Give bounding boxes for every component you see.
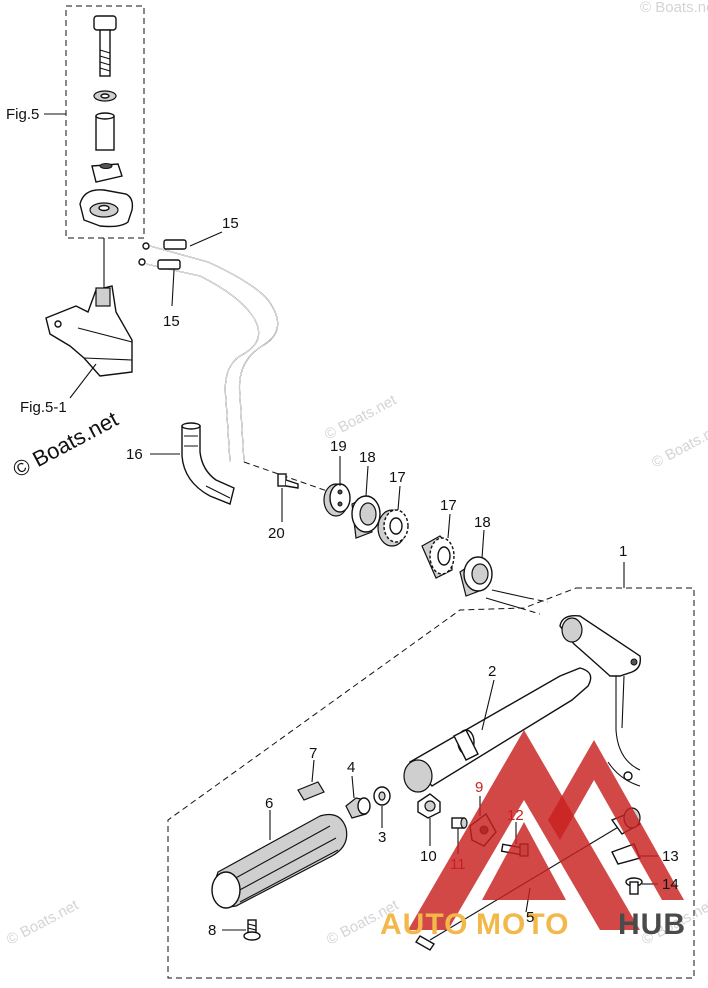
callout-5: 5	[526, 909, 534, 926]
fig5-1-leader	[69, 363, 97, 399]
callout-15a: 15	[222, 215, 239, 232]
gear-17b	[421, 535, 455, 579]
callout-13: 13	[662, 848, 679, 865]
washer-3	[373, 786, 391, 806]
watermark-faint: © Boats.net	[4, 896, 82, 948]
callout-3: 3	[378, 829, 386, 846]
callout-16: 16	[126, 446, 143, 463]
leader-15b	[171, 269, 175, 307]
watermark-faint: © Boats.net	[640, 0, 708, 16]
ring-19	[323, 483, 351, 517]
cable-ends	[485, 589, 549, 615]
fig5-box	[65, 5, 145, 239]
bolt-head	[93, 15, 117, 31]
screw-14	[625, 877, 643, 895]
watermark-faint: © Boats.net	[322, 391, 400, 443]
callout-1: 1	[619, 543, 627, 560]
callout-4: 4	[347, 759, 355, 776]
bushing-11	[451, 817, 468, 829]
callout-14: 14	[662, 876, 679, 893]
watermark-main: © Boats.net	[9, 406, 123, 482]
callout-18a: 18	[359, 449, 376, 466]
screw-20	[277, 473, 299, 489]
fig5-1-label: Fig.5-1	[20, 399, 67, 416]
automotohub-logo: AUTO MOTO HUB	[380, 730, 686, 941]
gear-17a	[377, 509, 409, 547]
callout-12: 12	[507, 807, 524, 824]
callout-15b: 15	[163, 313, 180, 330]
leader-7	[311, 759, 315, 783]
brand-auto: AUTO	[380, 908, 468, 941]
grip-6	[211, 813, 348, 909]
callout-17a: 17	[389, 469, 406, 486]
callout-6: 6	[265, 795, 273, 812]
bolt-stack	[79, 15, 134, 228]
callout-19: 19	[330, 438, 347, 455]
sleeve	[95, 115, 115, 151]
ring-18b	[459, 556, 493, 597]
screw-8	[243, 919, 261, 941]
callout-18b: 18	[474, 514, 491, 531]
label-7	[297, 781, 325, 801]
leader-2	[481, 679, 495, 731]
fig5-label: Fig.5	[6, 106, 39, 123]
callout-17b: 17	[440, 497, 457, 514]
leader-18a	[365, 465, 369, 497]
callout-2: 2	[488, 663, 496, 680]
fig5-1-bracket	[45, 285, 133, 377]
callout-7: 7	[309, 745, 317, 762]
watermark-faint: © Boats.net	[649, 419, 708, 471]
bushing-4	[345, 797, 371, 819]
tiller-outline-1	[167, 587, 695, 979]
assembly-line-cable	[243, 461, 331, 493]
callout-20: 20	[268, 525, 285, 542]
nut-10	[417, 793, 441, 819]
hose-16	[181, 422, 235, 505]
throttle-cables	[138, 239, 279, 463]
handle-tube-2	[403, 667, 592, 793]
callout-10: 10	[420, 848, 437, 865]
callout-9: 9	[475, 779, 483, 796]
leader-15a	[189, 231, 223, 247]
leader-4	[351, 775, 355, 799]
callout-11: 11	[450, 856, 466, 873]
leader-18b	[481, 529, 485, 559]
callouts: 1 2 3 4 5 6 7 8 9 10 11 12 13 14 15 15 1…	[126, 215, 679, 939]
leader-17b	[447, 513, 451, 539]
leader-17a	[397, 485, 401, 511]
ring-18a	[351, 495, 381, 539]
brand-moto: MOTO	[476, 908, 569, 941]
brand-hub: HUB	[618, 908, 686, 941]
callout-8: 8	[208, 922, 216, 939]
tiller-arm	[559, 615, 642, 787]
